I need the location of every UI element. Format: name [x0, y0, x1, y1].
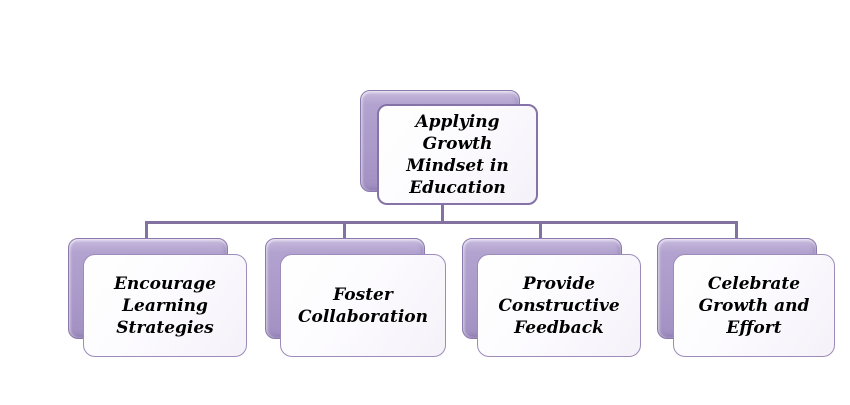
connector-main-rail	[145, 221, 738, 224]
node-root-label: Applying Growth Mindset in Education	[406, 111, 509, 198]
node-4-box: Celebrate Growth and Effort	[673, 254, 835, 357]
node-1-box: Encourage Learning Strategies	[83, 254, 247, 357]
node-root-box: Applying Growth Mindset in Education	[377, 104, 538, 205]
node-2-box: Foster Collaboration	[280, 254, 446, 357]
connector-drop-1	[145, 221, 148, 239]
connector-root-stem	[441, 205, 444, 223]
node-1-label: Encourage Learning Strategies	[113, 273, 217, 338]
node-encourage-learning-strategies[interactable]: Encourage Learning Strategies	[68, 238, 248, 358]
node-celebrate-growth-and-effort[interactable]: Celebrate Growth and Effort	[657, 238, 837, 358]
connector-drop-2	[343, 221, 346, 239]
node-foster-collaboration[interactable]: Foster Collaboration	[265, 238, 447, 358]
node-2-label: Foster Collaboration	[297, 284, 428, 327]
node-4-label: Celebrate Growth and Effort	[698, 273, 810, 338]
node-3-box: Provide Constructive Feedback	[477, 254, 641, 357]
connector-drop-4	[735, 221, 738, 239]
node-provide-constructive-feedback[interactable]: Provide Constructive Feedback	[462, 238, 642, 358]
connector-drop-3	[539, 221, 542, 239]
node-root[interactable]: Applying Growth Mindset in Education	[360, 90, 540, 210]
node-3-label: Provide Constructive Feedback	[498, 273, 620, 338]
